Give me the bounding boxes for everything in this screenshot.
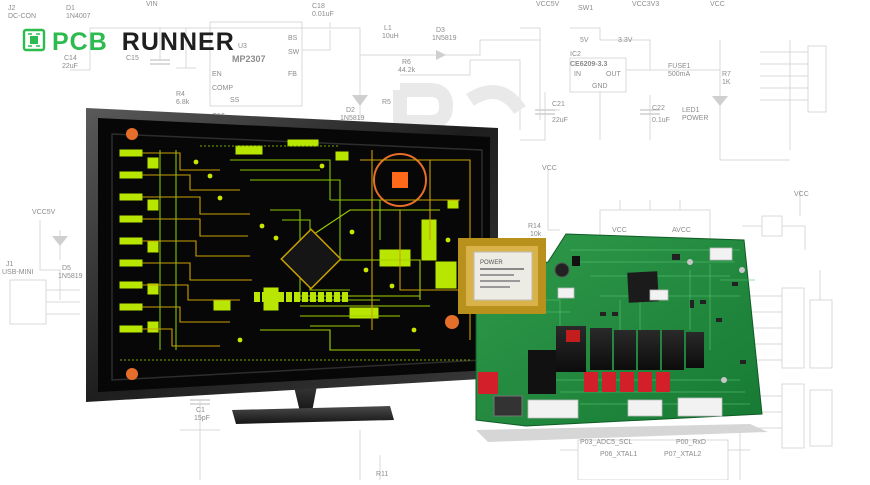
connectors (527, 247, 733, 419)
logo-word-pcb: PCB (52, 28, 108, 56)
label-l1-val: 10uH (382, 33, 399, 40)
label-j1: J1 (6, 261, 14, 268)
label-bs: BS (288, 35, 298, 42)
label-fuse1: FUSE1 (668, 63, 691, 70)
label-led1: LED1 (682, 107, 700, 114)
label-ic2: IC2 (570, 51, 581, 58)
label-avcc: AVCC (672, 227, 691, 234)
label-d2: D2 (346, 107, 355, 114)
label-5v: 5V (580, 37, 589, 44)
label-en: EN (212, 71, 222, 78)
label-l1: L1 (384, 25, 392, 32)
label-vcc-right: VCC (794, 191, 809, 198)
red-terminals (478, 372, 670, 394)
label-c22-val: 0.1uF (652, 117, 670, 124)
label-c15: C15 (126, 55, 139, 62)
label-vcc5v-top: VCC5V (536, 1, 560, 8)
label-power: POWER (682, 115, 708, 122)
label-c18-val: 0.01uF (312, 11, 334, 18)
label-c22: C22 (652, 105, 665, 112)
label-sw1: SW1 (578, 5, 593, 12)
label-d1: D1 (66, 5, 75, 12)
transformer-label: POWER (480, 260, 503, 266)
label-vcc3v3: VCC3V3 (632, 1, 659, 8)
label-gnd: GND (592, 83, 608, 90)
brand-logo[interactable]: PCB RUNNER (22, 27, 235, 57)
label-3v3: 3.3V (618, 37, 633, 44)
label-vcc-top: VCC (710, 1, 725, 8)
label-d1-part: 1N4007 (66, 13, 91, 20)
label-r11: R11 (376, 471, 388, 478)
monitor-base (232, 406, 394, 424)
label-p00: P00_RxD (676, 439, 706, 446)
label-usb-mini: USB-MINI (2, 269, 34, 276)
pcb-chip-icon (22, 28, 46, 57)
label-ce6209: CE6209-3.3 (570, 61, 607, 68)
label-vcc-mid: VCC (542, 165, 557, 172)
label-r7-val: 1K (722, 79, 731, 86)
label-c14: C14 (64, 55, 77, 62)
label-ss: SS (230, 97, 240, 104)
label-c1-val: 15pF (194, 415, 210, 422)
label-c14-val: 22uF (62, 63, 78, 70)
logo-word-runner: RUNNER (121, 28, 235, 56)
label-j2: J2 (8, 5, 16, 12)
pcb-layout-view (111, 128, 483, 381)
label-comp: COMP (212, 85, 233, 92)
label-p07: P07_XTAL2 (664, 451, 701, 458)
label-d5-part: 1N5819 (58, 273, 83, 280)
label-d3: D3 (436, 27, 445, 34)
label-c21-val: 22uF (552, 117, 568, 124)
label-u3: U3 (238, 43, 247, 50)
label-out: OUT (606, 71, 622, 78)
label-r7: R7 (722, 71, 731, 78)
label-d3-part: 1N5819 (432, 35, 457, 42)
label-d5: D5 (62, 265, 71, 272)
label-r14: R14 (528, 223, 541, 230)
label-vin: VIN (146, 1, 158, 8)
label-dc-con: DC-CON (8, 13, 36, 20)
label-d2-part: 1N5819 (340, 115, 365, 122)
label-vcc-ic: VCC (612, 227, 627, 234)
label-r4-val: 6.8k (176, 99, 190, 106)
label-mp2307: MP2307 (232, 54, 266, 64)
label-r5: R5 (382, 99, 391, 106)
label-p06: P06_XTAL1 (600, 451, 637, 458)
label-c21: C21 (552, 101, 565, 108)
label-r6: R6 (402, 59, 411, 66)
label-fb: FB (288, 71, 297, 78)
relay-bank (528, 326, 704, 394)
label-c18: C18 (312, 3, 325, 10)
label-r14-val: 10k (530, 231, 542, 238)
label-r6-val: 44.2k (398, 67, 416, 74)
label-p03: P03_ADC5_SCL (580, 439, 633, 446)
label-fuse-val: 500mA (668, 71, 691, 78)
label-sw: SW (288, 49, 300, 56)
label-r4: R4 (176, 91, 185, 98)
transformer: POWER (458, 238, 546, 314)
label-c1: C1 (196, 407, 205, 414)
label-in: IN (574, 71, 581, 78)
label-vcc5v-left: VCC5V (32, 209, 56, 216)
